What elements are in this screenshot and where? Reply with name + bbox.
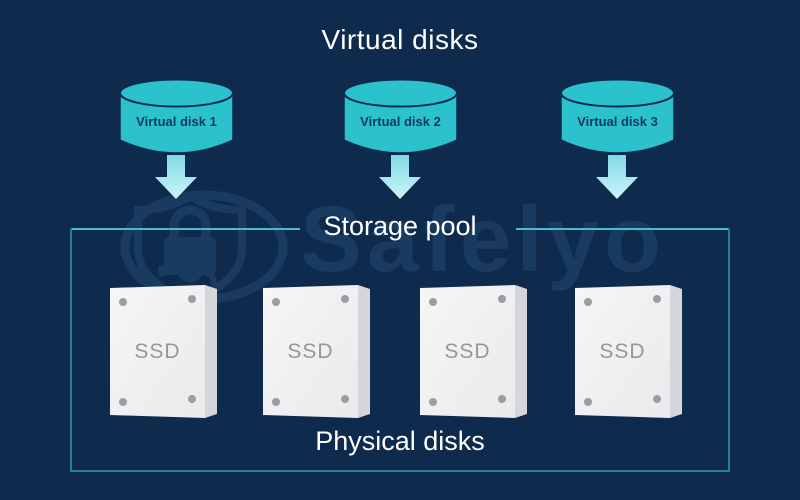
physical-disk-ssd-1: SSD	[110, 283, 222, 421]
virtual-disk-label: Virtual disk 3	[577, 114, 658, 129]
virtual-disk-1: Virtual disk 1	[118, 78, 235, 202]
arrow-down-icon	[379, 155, 421, 199]
pool-border-top-left	[72, 228, 300, 230]
virtual-disk-label: Virtual disk 1	[136, 114, 217, 129]
disk-cylinder-icon	[343, 78, 458, 154]
storage-pool-label: Storage pool	[323, 211, 477, 241]
watermark-brand-text: Safelyo	[300, 187, 666, 291]
storage-pool-box	[70, 228, 730, 472]
disk-cylinder-icon	[560, 78, 675, 154]
ssd-label: SSD	[134, 340, 181, 363]
pool-border-top-right	[516, 228, 728, 230]
physical-disk-ssd-2: SSD	[263, 283, 375, 421]
physical-disk-ssd-4: SSD	[575, 283, 687, 421]
diagram-title: Virtual disks	[321, 24, 479, 55]
physical-disk-ssd-3: SSD	[420, 283, 532, 421]
virtual-disk-3: Virtual disk 3	[559, 78, 676, 202]
ssd-label: SSD	[599, 340, 646, 363]
disk-cylinder-icon	[119, 78, 234, 154]
virtual-disk-2: Virtual disk 2	[342, 78, 459, 202]
ssd-drive-icon	[575, 285, 682, 418]
arrow-down-icon	[155, 155, 197, 199]
arrow-down-icon	[596, 155, 638, 199]
physical-disks-label: Physical disks	[315, 426, 485, 456]
ssd-label: SSD	[444, 340, 491, 363]
ssd-label: SSD	[287, 340, 334, 363]
ssd-drive-icon	[110, 285, 217, 418]
ssd-drive-icon	[420, 285, 527, 418]
ssd-drive-icon	[263, 285, 370, 418]
virtual-disk-label: Virtual disk 2	[360, 114, 441, 129]
